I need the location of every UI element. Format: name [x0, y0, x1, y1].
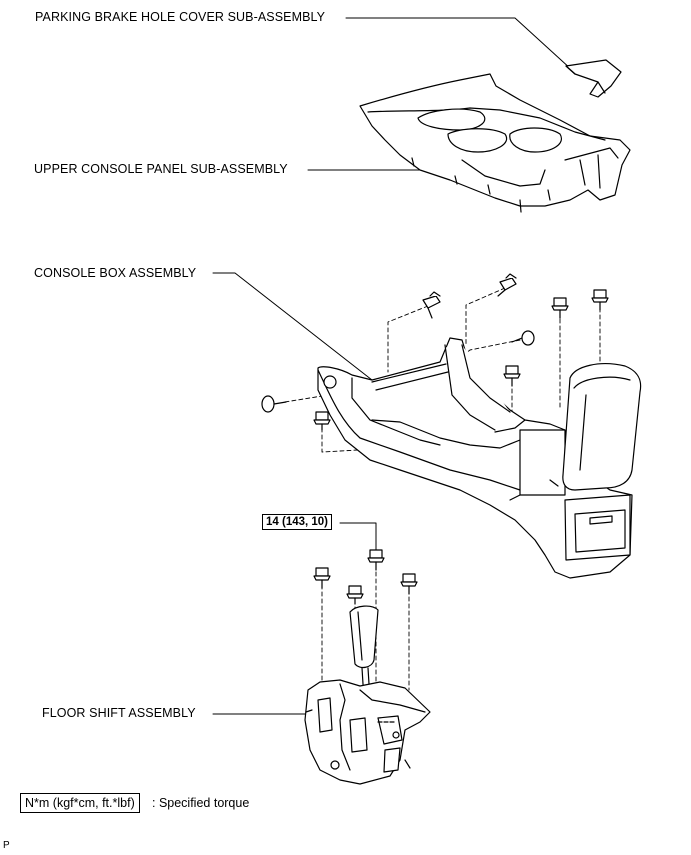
bolt-icon-9 [367, 549, 385, 571]
bolt-icon-5 [503, 365, 521, 387]
bolt-icon-3 [551, 297, 569, 319]
bolt-icon-1 [422, 291, 441, 319]
clip-icon-1 [511, 330, 535, 346]
leader-torque [339, 522, 377, 554]
console-fasteners [261, 273, 609, 431]
bolt-icon-2 [497, 273, 517, 297]
bolt-icon-8 [346, 585, 364, 605]
parking-brake-cover-part [565, 59, 622, 98]
label-floor-shift: FLOOR SHIFT ASSEMBLY [42, 706, 196, 720]
legend-units-box: N*m (kgf*cm, ft.*lbf) [20, 793, 140, 813]
label-upper-console-panel: UPPER CONSOLE PANEL SUB-ASSEMBLY [34, 162, 288, 176]
bolt-icon-10 [400, 573, 418, 595]
bolt-icon-4 [591, 289, 609, 311]
torque-spec-badge: 14 (143, 10) [262, 514, 333, 530]
clip-icon-2 [261, 395, 287, 413]
armrest-lid-part [562, 363, 642, 491]
label-parking-brake-cover: PARKING BRAKE HOLE COVER SUB-ASSEMBLY [35, 10, 326, 24]
leader-parking-brake [345, 17, 573, 71]
console-box-part [317, 337, 633, 579]
shift-knob-part [349, 605, 379, 701]
label-console-box: CONSOLE BOX ASSEMBLY [34, 266, 197, 280]
floor-shift-assembly-part [304, 679, 431, 785]
upper-console-panel-part [359, 73, 631, 213]
floor-shift-bolts [313, 549, 418, 605]
leader-lines [212, 17, 573, 715]
bolt-icon-6 [313, 411, 331, 431]
bolt-icon-7 [313, 567, 331, 589]
legend-description: : Specified torque [152, 796, 250, 810]
leader-console-box [212, 272, 373, 381]
corner-mark: P [3, 840, 10, 851]
